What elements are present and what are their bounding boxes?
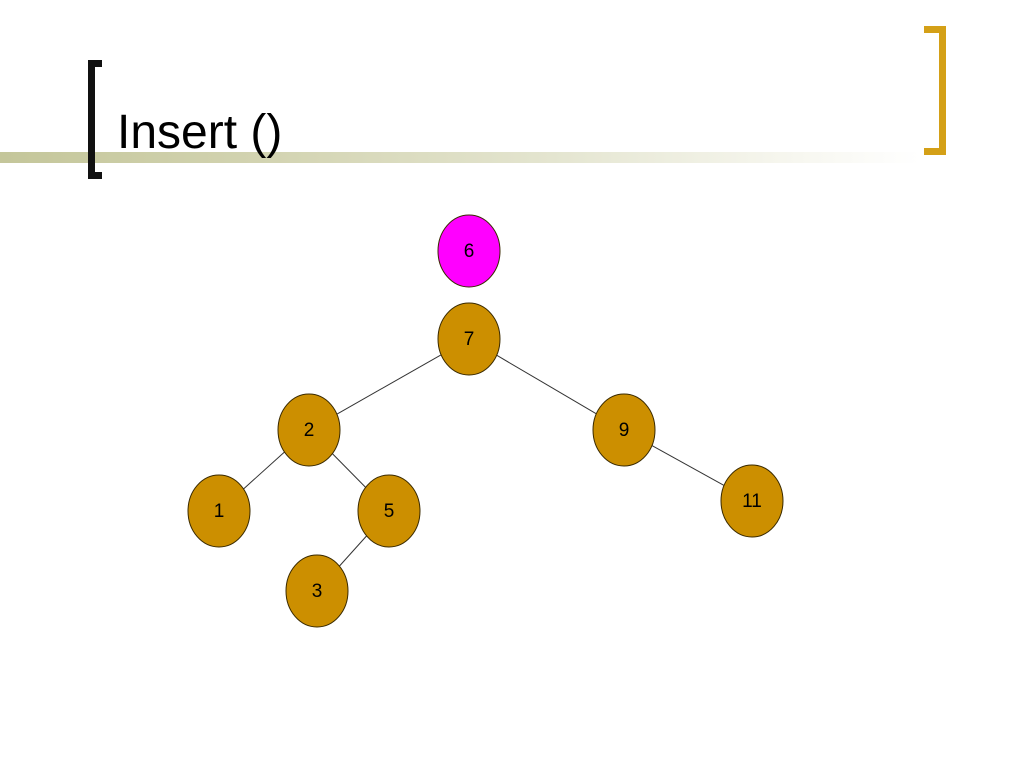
tree-node-label: 5 [384, 501, 395, 522]
tree-edge [651, 445, 725, 486]
title-underline-bar [0, 152, 920, 163]
tree-node: 9 [592, 393, 656, 467]
tree-node: 11 [720, 464, 784, 538]
tree-node-label: 11 [742, 491, 762, 512]
tree-edge [243, 451, 285, 490]
tree-edge [332, 453, 366, 488]
tree-node-circle [277, 393, 341, 467]
tree-node-circle [187, 474, 251, 548]
tree-node-circle [592, 393, 656, 467]
tree-node: 7 [437, 302, 501, 376]
tree-node-label: 2 [304, 420, 315, 441]
left-bracket-decoration [88, 60, 102, 179]
tree-node: 3 [285, 554, 349, 628]
tree-node-label: 6 [464, 241, 475, 262]
tree-node: 5 [357, 474, 421, 548]
tree-node-circle [285, 554, 349, 628]
tree-nodes: 6 7 2 9 1 5 11 3 [187, 214, 784, 628]
tree-node: 2 [277, 393, 341, 467]
tree-node-circle [437, 302, 501, 376]
tree-node: 1 [187, 474, 251, 548]
new-node-circle [437, 214, 501, 288]
tree-node-label: 3 [312, 581, 323, 602]
right-bracket-decoration [924, 26, 946, 155]
tree-node-label: 1 [214, 501, 225, 522]
tree-node-circle [357, 474, 421, 548]
slide-title: Insert () [117, 106, 283, 159]
tree-edge [339, 535, 367, 567]
tree-node-label: 9 [619, 420, 630, 441]
new-node-being-inserted: 6 [437, 214, 501, 288]
tree-node-label: 7 [464, 329, 475, 350]
tree-edge [336, 354, 442, 415]
tree-node-circle [720, 464, 784, 538]
tree-edges [243, 354, 725, 567]
tree-edge [496, 354, 597, 415]
